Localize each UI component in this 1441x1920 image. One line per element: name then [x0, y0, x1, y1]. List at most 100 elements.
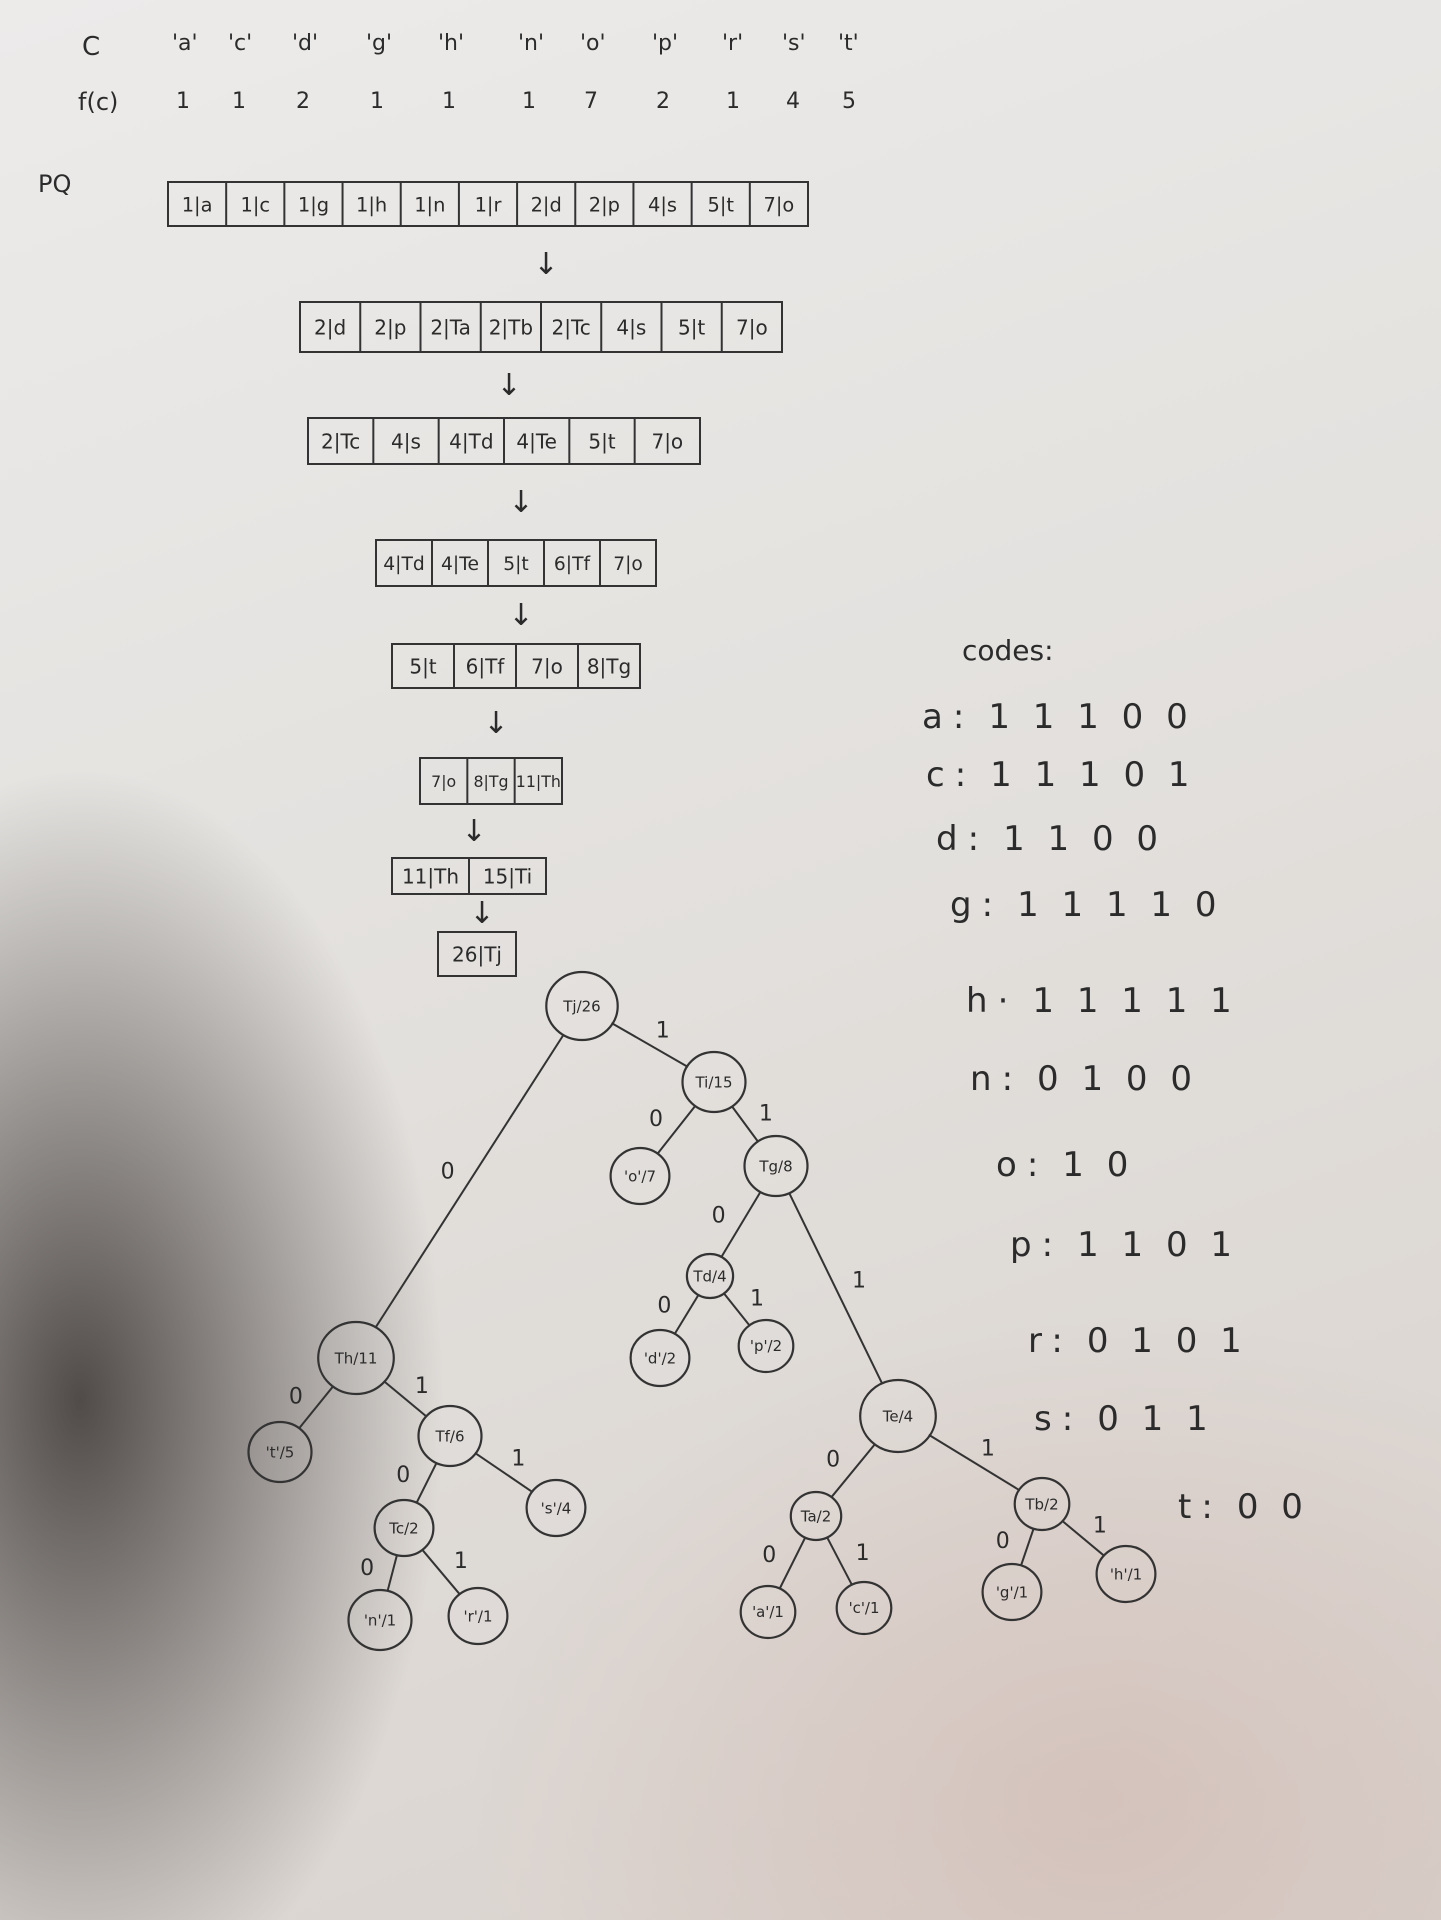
pq-cell: 5|t [503, 554, 529, 575]
tree-edge [722, 1292, 751, 1327]
node-circle [681, 1050, 747, 1114]
tree-node-Th: Th/11 [317, 1320, 395, 1396]
node-circle [859, 1378, 937, 1454]
pq-cell: 2|d [531, 193, 562, 216]
node-circle [347, 1588, 413, 1652]
node-circle [685, 1252, 735, 1300]
pq-cell: 4|Td [449, 430, 493, 454]
pq-cell: 15|Ti [483, 865, 532, 889]
code-entry: t:0 0 [1178, 1487, 1309, 1527]
edge-bit-label: 1 [852, 1268, 866, 1293]
code-entry: p:1 1 0 1 [1010, 1225, 1238, 1265]
node-label: Ti/15 [694, 1073, 732, 1091]
pq-cell: 5|t [678, 316, 705, 340]
codes-title: codes: [962, 634, 1054, 667]
pq-row-box [167, 181, 809, 227]
node-label: 'c'/1 [849, 1599, 880, 1617]
node-circle [737, 1318, 795, 1374]
freq-cell: 7 [584, 89, 598, 114]
node-circle [789, 1490, 843, 1542]
tree-edge [298, 1385, 335, 1430]
node-label: Tc/2 [388, 1519, 418, 1537]
pq-cell: 1|c [241, 193, 271, 216]
edge-bit-label: 0 [649, 1107, 663, 1132]
char-cell: 'p' [652, 31, 678, 56]
node-label: 'o'/7 [624, 1167, 656, 1185]
char-cell: 'o' [580, 31, 606, 56]
tree-edge [1061, 1519, 1106, 1557]
pq-cell: 7|o [651, 430, 683, 454]
down-arrow-icon: ↓ [533, 247, 558, 282]
char-cell: 'r' [722, 31, 743, 56]
freq-cell: 1 [726, 89, 740, 114]
char-cell: 'c' [228, 31, 252, 56]
edge-bit-label: 0 [360, 1556, 374, 1581]
node-label: 'g'/1 [996, 1583, 1028, 1601]
pq-cell: 8|Tg [473, 772, 508, 791]
tree-edge [673, 1294, 700, 1335]
freq-cell: 1 [522, 89, 536, 114]
edge-bit-label: 0 [826, 1448, 840, 1473]
pq-label: PQ [38, 170, 71, 198]
edge-bit-label: 0 [996, 1529, 1010, 1554]
pq-cell: 4|Te [516, 430, 557, 454]
tree-edge [386, 1554, 398, 1592]
pq-row-box [437, 931, 517, 977]
freq-cell: 1 [370, 89, 384, 114]
node-label: 'h'/1 [1110, 1565, 1142, 1583]
node-circle [525, 1478, 587, 1538]
tree-edge [928, 1433, 1021, 1492]
node-circle [835, 1580, 893, 1636]
tree-node-o: 'o'/7 [609, 1146, 671, 1206]
pq-cell: 5|t [409, 655, 436, 679]
tree-node-t: 't'/5 [247, 1420, 313, 1484]
char-cell: 'g' [366, 31, 392, 56]
pq-cell: 1|h [356, 193, 387, 216]
freq-cell: 2 [296, 89, 310, 114]
edge-bit-label: 1 [454, 1549, 468, 1574]
edge-bit-label: 1 [511, 1447, 525, 1472]
pq-cell: 7|o [736, 316, 768, 340]
pq-cell: 1|g [298, 193, 329, 216]
down-arrow-icon: ↓ [508, 598, 533, 633]
pq-cell: 26|Tj [452, 943, 502, 967]
tree-node-n: 'n'/1 [347, 1588, 413, 1652]
pq-cell: 11|Th [516, 772, 561, 791]
node-circle [417, 1404, 483, 1468]
edge-bit-label: 0 [657, 1293, 671, 1318]
pq-cell: 8|Tg [587, 655, 631, 679]
pq-cell: 7|o [531, 655, 563, 679]
pq-cell: 7|o [613, 554, 643, 575]
tree-node-h: 'h'/1 [1095, 1544, 1157, 1604]
pq-cell: 11|Th [402, 865, 459, 889]
code-entry: n:0 1 0 0 [970, 1059, 1198, 1099]
edge-bit-label: 0 [762, 1543, 776, 1568]
tree-node-c: 'c'/1 [835, 1580, 893, 1636]
edge-bit-label: 1 [856, 1541, 870, 1566]
pq-cell: 5|t [707, 193, 734, 216]
pq-cell: 2|p [589, 193, 620, 216]
freq-cell: 1 [232, 89, 246, 114]
tree-edge [778, 1537, 807, 1590]
down-arrow-icon: ↓ [483, 706, 508, 741]
node-circle [609, 1146, 671, 1206]
edge-bit-label: 1 [750, 1287, 764, 1312]
tree-node-Tf: Tf/6 [417, 1404, 483, 1468]
freq-cell: 1 [176, 89, 190, 114]
node-label: 's'/4 [541, 1499, 572, 1517]
tree-edge [1020, 1528, 1035, 1566]
char-cell: 's' [782, 31, 806, 56]
pq-row: 11|Th 15|Ti [391, 857, 547, 895]
node-label: 'p'/2 [750, 1337, 782, 1355]
tree-node-Tc: Tc/2 [373, 1498, 435, 1558]
edge-bit-label: 0 [712, 1203, 726, 1228]
code-entry: d:1 1 0 0 [936, 819, 1164, 859]
tree-node-Ti: Ti/15 [681, 1050, 747, 1114]
tree-node-Te: Te/4 [859, 1378, 937, 1454]
node-circle [545, 970, 619, 1042]
